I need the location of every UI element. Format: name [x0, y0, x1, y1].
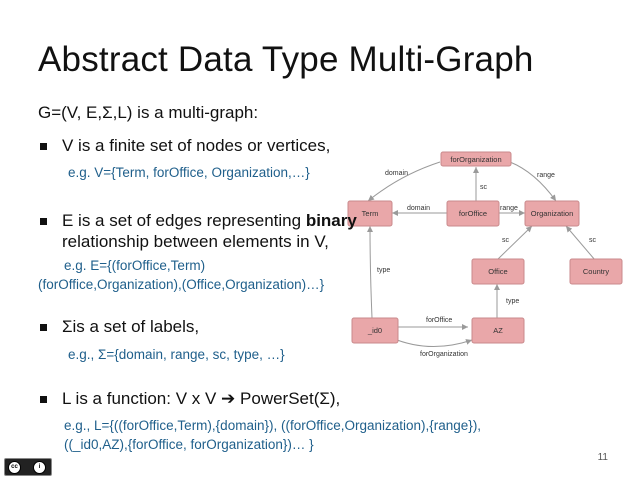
- label-sc-top: sc: [480, 184, 488, 191]
- node-country-label: Country: [583, 267, 610, 276]
- edge-sc-left: [496, 225, 533, 261]
- label-sc-left: sc: [502, 237, 510, 244]
- bullet-marker: [40, 396, 47, 403]
- node-forOffice-label: forOffice: [459, 209, 487, 218]
- bullet-v-text: V is a finite set of nodes or vertices,: [62, 136, 331, 155]
- edge-range-top: [509, 161, 557, 202]
- page-number: 11: [597, 452, 608, 463]
- node-id0-label: _id0: [367, 326, 382, 335]
- node-country: Country: [569, 258, 623, 285]
- bullet-v-example: e.g. V={Term, forOffice, Organization,…}: [68, 165, 310, 180]
- bullet-e-example-line1: e.g. E={(forOffice,Term): [64, 258, 206, 273]
- edge-forOrganization: [391, 337, 473, 347]
- edge-type-left: [367, 225, 374, 319]
- label-type-left: type: [377, 267, 390, 274]
- bullet-e-text-pre: E is a set of edges representing: [62, 211, 306, 230]
- bullet-e-text-line1: E is a set of edges representing binary: [62, 211, 357, 231]
- edge-domain-top: [367, 161, 441, 202]
- bullet-e-text-line2: relationship between elements in V,: [62, 232, 329, 251]
- node-term-label: Term: [362, 209, 379, 218]
- edge-sc-right: [565, 225, 596, 261]
- node-term: Term: [347, 200, 393, 227]
- node-office-label: Office: [488, 267, 507, 276]
- attribution-icon: i: [33, 461, 46, 474]
- bullet-sigma-example: e.g., Σ={domain, range, sc, type, …}: [68, 347, 285, 362]
- label-range-top: range: [537, 172, 555, 179]
- bullet-l-example-line1: e.g., L={((forOffice,Term),{domain}), ((…: [64, 418, 482, 433]
- node-forOffice: forOffice: [446, 200, 500, 227]
- node-forOrganization-label: forOrganization: [450, 155, 501, 164]
- label-forOffice: forOffice: [426, 317, 452, 324]
- node-az-label: AZ: [493, 326, 503, 335]
- bullet-marker: [40, 143, 47, 150]
- definition-text: G=(V, E,Σ,L) is a multi-graph:: [38, 103, 259, 122]
- bullet-l-example-line2: ((_id0,AZ),{forOffice, forOrganization})…: [64, 437, 314, 452]
- node-office: Office: [471, 258, 525, 285]
- node-organization: Organization: [524, 200, 580, 227]
- cc-icon: cc: [8, 461, 21, 474]
- bullet-marker: [40, 324, 47, 331]
- slide-title: Abstract Data Type Multi-Graph: [38, 40, 534, 79]
- node-organization-label: Organization: [531, 209, 574, 218]
- label-sc-right: sc: [589, 237, 597, 244]
- label-forOrganization: forOrganization: [420, 351, 468, 358]
- label-domain-mid: domain: [407, 205, 430, 212]
- bullet-sigma-text: Σis a set of labels,: [62, 317, 200, 336]
- node-az: AZ: [471, 317, 525, 344]
- label-domain-top: domain: [385, 170, 408, 177]
- creative-commons-license-icon: cc i: [4, 458, 52, 476]
- bullet-l-text: L is a function: V x V ➔ PowerSet(Σ),: [62, 389, 341, 408]
- node-forOrganization: forOrganization: [440, 151, 512, 167]
- bullet-e-text-bold: binary: [305, 211, 357, 230]
- label-range-mid: range: [500, 205, 518, 212]
- bullet-e-example-line2: (forOffice,Organization),(Office,Organiz…: [38, 277, 325, 292]
- label-type-right: type: [506, 298, 519, 305]
- node-id0: _id0: [351, 317, 399, 344]
- bullet-marker: [40, 218, 47, 225]
